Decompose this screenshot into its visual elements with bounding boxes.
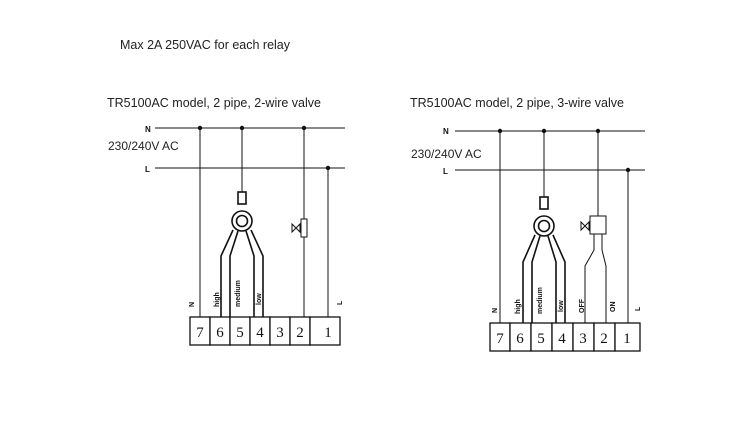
terminal-number: 4	[558, 331, 566, 347]
supply-voltage-label: 230/240V AC	[108, 139, 179, 153]
diagram-title: TR5100AC model, 2 pipe, 2-wire valve	[107, 96, 321, 110]
wire-valve-on	[601, 234, 607, 323]
label-high: high	[214, 292, 221, 307]
diagram-title: TR5100AC model, 2 pipe, 3-wire valve	[410, 96, 624, 110]
line-l-label: L	[145, 165, 150, 174]
label-low: low	[256, 293, 263, 305]
valve-icon	[580, 215, 607, 235]
diagram-3-wire-valve: TR5100AC model, 2 pipe, 3-wire valve N L…	[410, 96, 645, 352]
terminal-block: 7 6 5 4 3 2 1	[189, 316, 341, 346]
label-medium: medium	[537, 287, 544, 314]
line-l-label: L	[443, 167, 448, 176]
diagram-2-wire-valve: TR5100AC model, 2 pipe, 2-wire valve N L…	[107, 96, 345, 346]
label-low: low	[558, 300, 565, 312]
label-l: L	[337, 300, 344, 305]
fan-motor-icon	[522, 196, 566, 323]
label-medium: medium	[235, 280, 242, 307]
terminal-number: 2	[600, 331, 608, 347]
terminal-number: 1	[623, 331, 631, 347]
terminal-block: 7 6 5 4 3 2 1	[489, 322, 641, 352]
line-n-label: N	[145, 125, 151, 134]
terminal-number: 6	[216, 325, 224, 341]
label-n: N	[492, 308, 499, 313]
supply-voltage-label: 230/240V AC	[411, 147, 482, 161]
line-n-label: N	[443, 127, 449, 136]
terminal-number: 4	[256, 325, 264, 341]
terminal-number: 3	[276, 325, 284, 341]
terminal-number: 5	[236, 325, 244, 341]
terminal-number: 2	[296, 325, 304, 341]
valve-icon	[291, 218, 308, 238]
terminal-number: 1	[324, 325, 332, 341]
label-high: high	[515, 299, 522, 314]
terminal-number: 5	[537, 331, 545, 347]
terminal-number: 6	[516, 331, 524, 347]
wire-valve-off	[584, 234, 595, 323]
label-n: N	[189, 302, 196, 307]
label-l: L	[635, 306, 642, 311]
fan-motor-icon	[220, 191, 264, 317]
terminal-number: 7	[496, 331, 504, 347]
terminal-number: 7	[196, 325, 204, 341]
label-on: ON	[610, 302, 617, 313]
relay-rating-note: Max 2A 250VAC for each relay	[120, 38, 291, 52]
label-off: OFF	[579, 298, 586, 313]
terminal-number: 3	[579, 331, 587, 347]
